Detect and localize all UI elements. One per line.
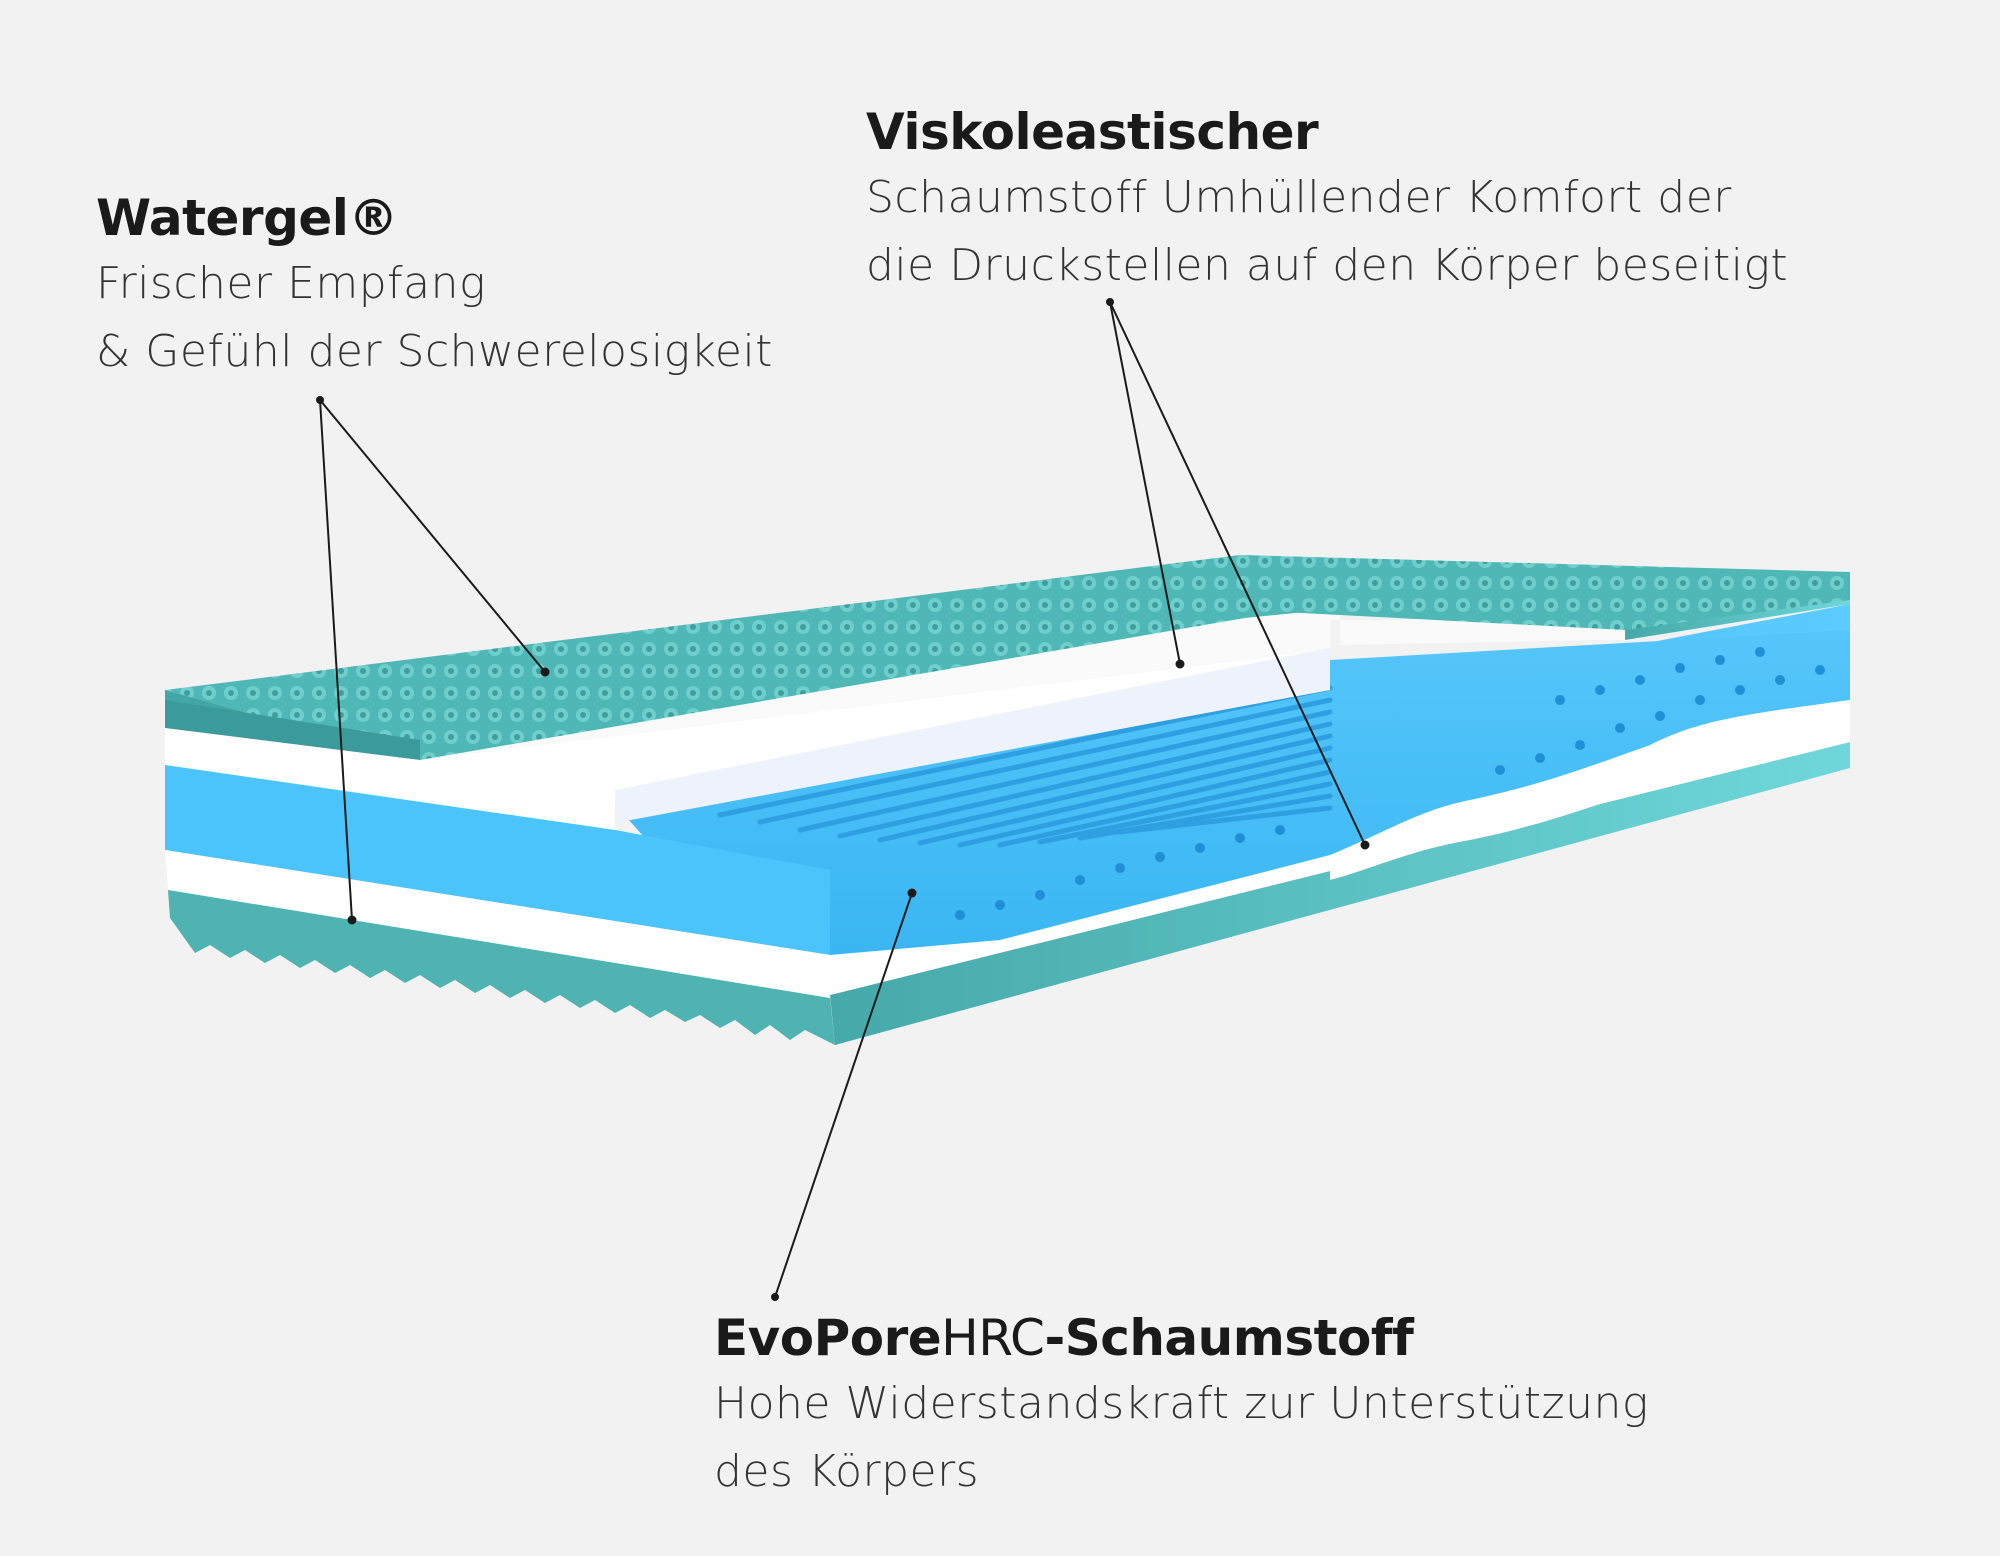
evopore-title-light: HRC bbox=[941, 1309, 1045, 1367]
visco-desc-line2: die Druckstellen auf den Körper beseitig… bbox=[866, 240, 1789, 291]
visco-desc-line1: Schaumstoff Umhüllender Komfort der bbox=[866, 172, 1732, 223]
visco-layer-front bbox=[615, 648, 1330, 822]
evopore-title-bold1: EvoPore bbox=[714, 1309, 942, 1367]
top-watergel-surface bbox=[165, 555, 1850, 760]
front-top-watergel-edge bbox=[165, 700, 420, 760]
front-upper-white bbox=[165, 728, 615, 830]
watergel-desc-line1: Frischer Empfang bbox=[96, 258, 486, 309]
watergel-label: Watergel® Frischer Empfang & Gefühl der … bbox=[96, 186, 773, 386]
leader-lines bbox=[316, 298, 1370, 1301]
front-lower-white bbox=[165, 850, 830, 998]
front-core bbox=[165, 765, 830, 955]
watergel-desc-line2: & Gefühl der Schwerelosigkeit bbox=[96, 326, 773, 377]
watergel-title: Watergel® bbox=[96, 189, 398, 247]
evopore-title: EvoPoreHRC-Schaumstoff bbox=[714, 1306, 1649, 1370]
front-bottom-watergel bbox=[168, 890, 835, 1045]
evopore-desc-line2: des Körpers bbox=[714, 1446, 980, 1497]
top-watergel-right-surface bbox=[1240, 555, 1850, 630]
core-side-dots bbox=[955, 647, 1825, 920]
visco-label: Viskoleastischer Schaumstoff Umhüllender… bbox=[866, 100, 1788, 300]
evopore-label: EvoPoreHRC-Schaumstoff Hohe Widerstandsk… bbox=[714, 1306, 1649, 1506]
core-grooves bbox=[717, 685, 1333, 848]
white-wave-cut bbox=[1330, 700, 1850, 880]
evopore-desc-line1: Hohe Widerstandskraft zur Unterstützung bbox=[714, 1378, 1649, 1429]
visco-title: Viskoleastischer bbox=[866, 103, 1319, 161]
bottom-watergel-side bbox=[830, 742, 1850, 1045]
evopore-title-bold2: -Schaumstoff bbox=[1044, 1309, 1414, 1367]
visco-layer-slab bbox=[420, 650, 1330, 820]
